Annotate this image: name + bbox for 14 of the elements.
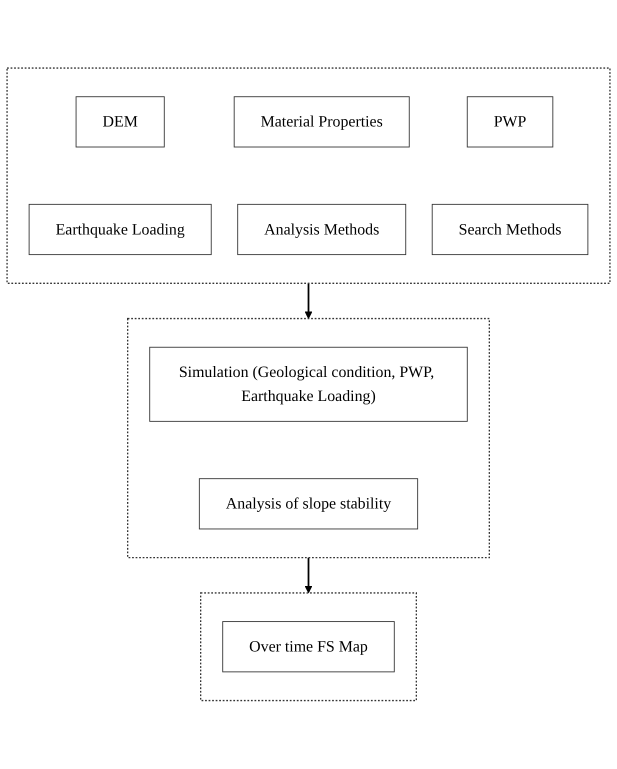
cluster (127, 318, 490, 558)
cluster (6, 68, 611, 284)
node-box: DEM (76, 96, 165, 148)
node-box: Earthquake Loading (28, 204, 212, 256)
node-box: Search Methods (432, 204, 588, 256)
node-box: PWP (466, 96, 554, 148)
node-box: Analysis Methods (237, 204, 406, 256)
arrow (304, 558, 312, 594)
node-box: Simulation (Geological condition, PWP, Earthquake Loading) (149, 347, 468, 422)
node-box: Analysis of slope stability (198, 478, 418, 530)
cluster (200, 592, 417, 702)
node-box: Material Properties (234, 96, 410, 148)
arrow (304, 284, 312, 320)
node-box: Over time FS Map (222, 621, 395, 673)
